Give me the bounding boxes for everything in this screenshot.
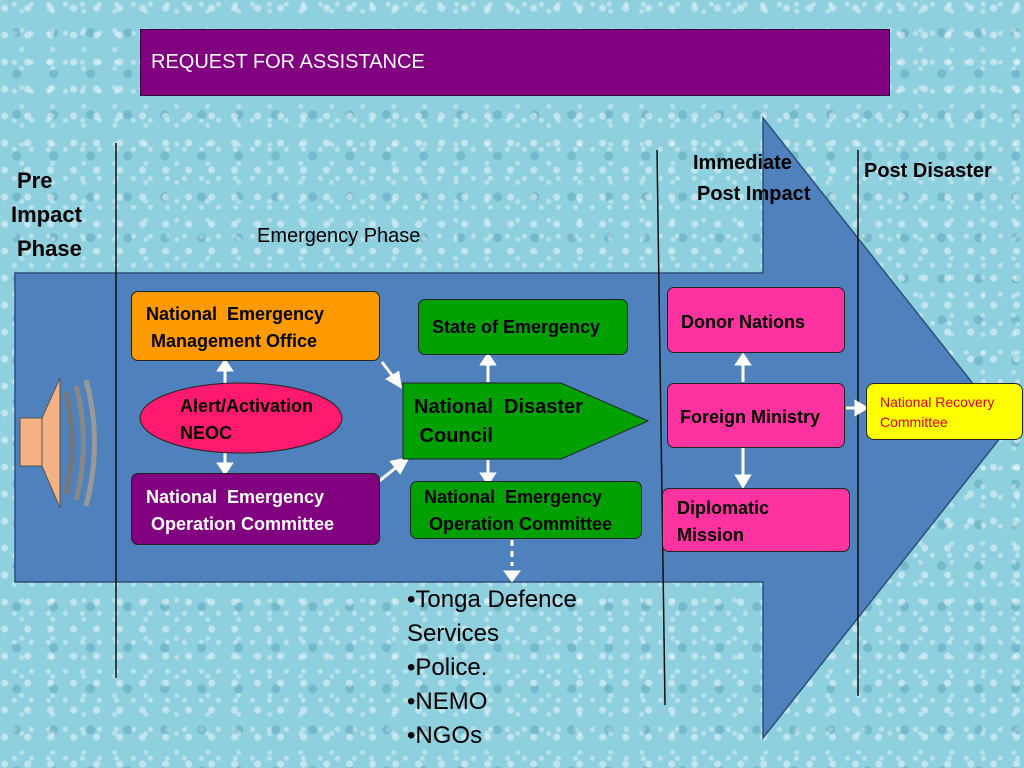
agency-item: •Tonga Defence (407, 586, 577, 613)
diplomatic-mission-box: Diplomatic Mission (662, 488, 850, 552)
neoc-center-box: National Emergency Operation Committee (410, 481, 642, 539)
banner-title: REQUEST FOR ASSISTANCE (151, 51, 425, 73)
phase-pre-impact-line1: Pre (17, 168, 53, 193)
state-of-emergency-box: State of Emergency (418, 299, 628, 355)
agency-item: •NGOs (407, 722, 483, 749)
phase-immediate-post-impact: Immediate Post Impact (693, 148, 810, 210)
national-disaster-council-shape (402, 382, 650, 460)
diplomatic-mission-label: Diplomatic Mission (677, 498, 770, 545)
donor-nations-label: Donor Nations (681, 312, 805, 332)
speaker-icon (19, 377, 97, 509)
alert-activation-label: Alert/Activation NEOC (180, 396, 314, 443)
phase-pre-impact: Pre Impact Phase (11, 164, 82, 266)
phase-immediate-line2: Post Impact (697, 183, 811, 205)
state-of-emergency-label: State of Emergency (432, 317, 601, 337)
foreign-ministry-label: Foreign Ministry (680, 407, 821, 427)
agency-item: Services (407, 620, 500, 647)
neoc-left-box: National Emergency Operation Committee (131, 473, 380, 545)
phase-emergency: Emergency Phase (257, 225, 421, 247)
recovery-committee-label: National Recovery Committee (880, 394, 995, 430)
agency-item: •Police. (407, 654, 488, 681)
national-recovery-committee-box: National Recovery Committee (866, 383, 1023, 440)
phase-pre-impact-line3: Phase (17, 236, 82, 261)
agency-item: •NEMO (407, 688, 488, 715)
phase-divider-2 (656, 149, 666, 706)
foreign-ministry-box: Foreign Ministry (667, 383, 845, 448)
donor-nations-box: Donor Nations (667, 287, 845, 353)
agencies-list: •Tonga Defence Services •Police. •NEMO •… (407, 583, 577, 753)
alert-activation-shape (139, 382, 343, 454)
request-for-assistance-banner: REQUEST FOR ASSISTANCE (140, 29, 890, 96)
nemo-label: National Emergency Management Office (146, 304, 325, 351)
neoc-center-label: National Emergency Operation Committee (424, 487, 613, 534)
phase-immediate-line1: Immediate (693, 152, 792, 174)
nemo-box: National Emergency Management Office (131, 291, 380, 361)
neoc-left-label: National Emergency Operation Committee (146, 487, 335, 534)
phase-post-disaster: Post Disaster (864, 160, 992, 182)
connector-arrows (216, 352, 869, 583)
ndc-label: National Disaster Council (414, 396, 583, 447)
phase-pre-impact-line2: Impact (11, 202, 82, 227)
